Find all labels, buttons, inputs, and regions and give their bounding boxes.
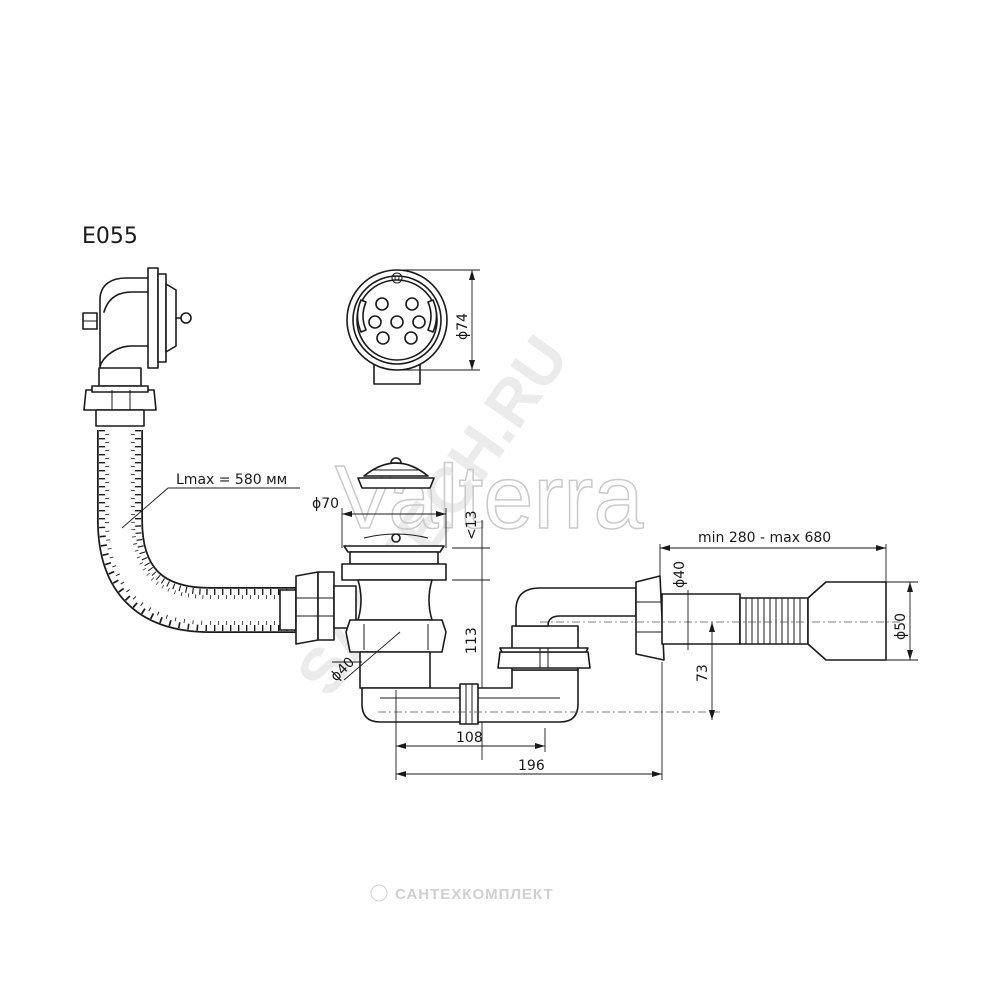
outlet-40-right-label: ϕ40 (672, 561, 688, 588)
overflow-diameter-label: ϕ74 (455, 313, 471, 340)
model-title: E055 (82, 224, 138, 249)
watermark-company-text: САНТЕХКОМПЛЕКТ (395, 886, 554, 903)
drain-stopper (357, 457, 435, 489)
watermark-company: САНТЕХКОМПЛЕКТ (370, 884, 554, 903)
watermark-brand: Valterra (335, 448, 644, 548)
pipe-range-label: min 280 - max 680 (698, 530, 831, 546)
width-196-label: 196 (518, 758, 545, 774)
hose-leader-line (121, 487, 169, 529)
stopper-height-label: <13 (464, 510, 480, 540)
drain-diameter-label: ϕ70 (312, 496, 339, 512)
corrugated-hose (97, 430, 300, 633)
drain-body (341, 533, 447, 689)
hose-length-label: Lmax = 580 мм (176, 472, 287, 488)
right-union-nut (635, 575, 665, 661)
right-outlet-pipe (661, 581, 887, 661)
hose-connector (279, 571, 357, 645)
trap-riser (497, 587, 637, 671)
height-73-label: 73 (695, 664, 711, 682)
bottom-pipe (361, 669, 579, 725)
width-108-label: 108 (456, 730, 483, 746)
overflow-cap-front-view (346, 269, 448, 385)
outlet-50-label: ϕ50 (893, 613, 909, 640)
height-113-label: 113 (464, 627, 480, 654)
overflow-assembly (82, 267, 192, 427)
